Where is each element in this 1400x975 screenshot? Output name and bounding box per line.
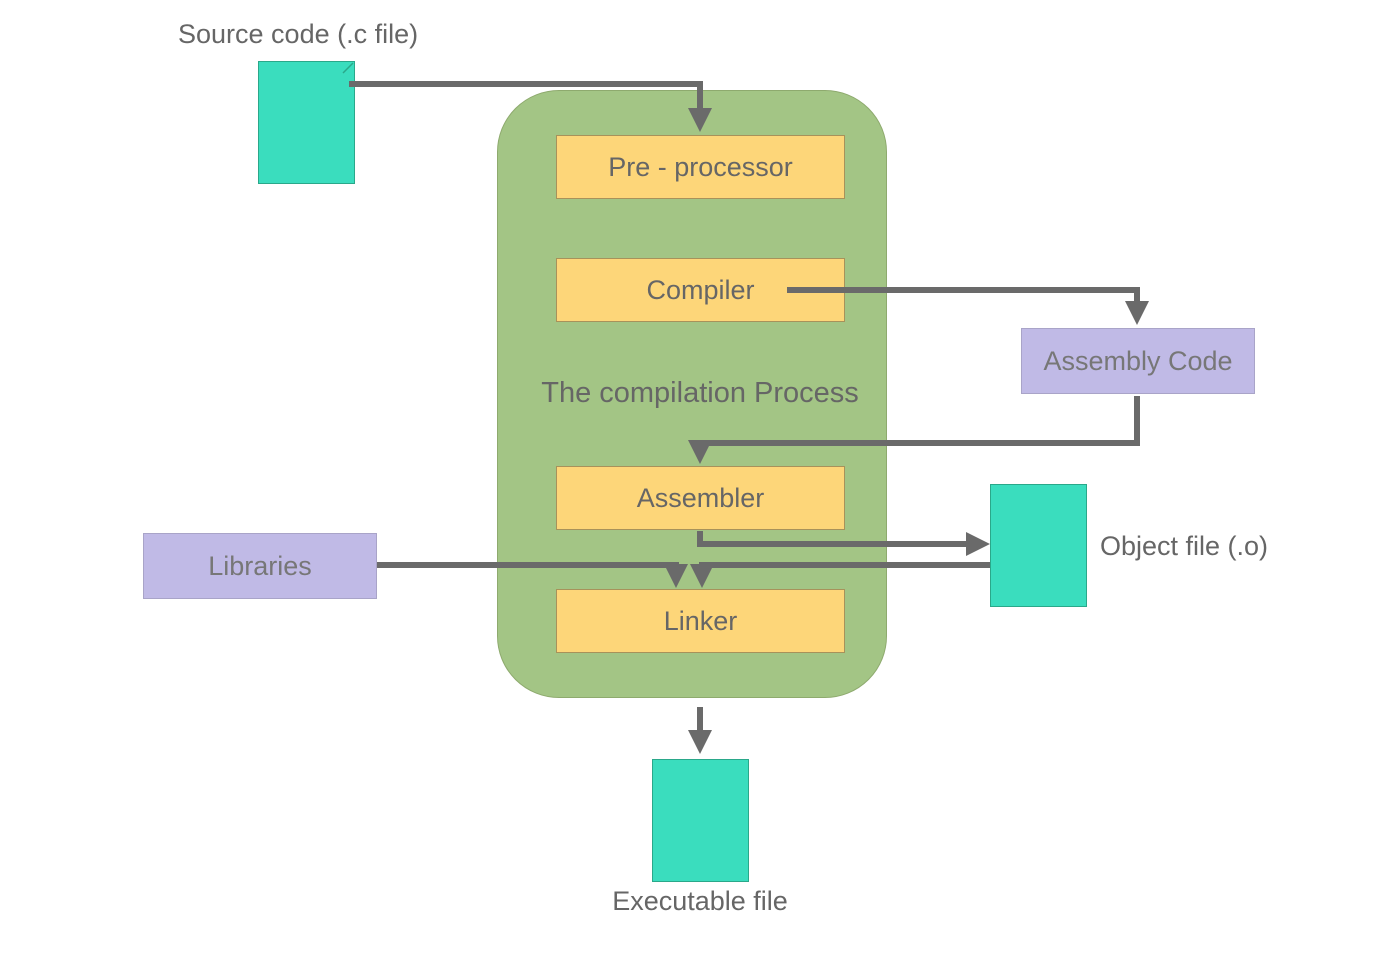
executable-file-label: Executable file <box>612 886 788 916</box>
process-title: The compilation Process <box>541 377 859 409</box>
libraries-box: Libraries <box>143 533 377 599</box>
arrow-object-to-linker <box>690 562 990 588</box>
preprocessor-box: Pre - processor <box>556 135 845 199</box>
arrow-compiler-to-assembly <box>787 287 1149 325</box>
object-file <box>990 484 1087 607</box>
arrow-assembler-to-object <box>697 531 990 556</box>
object-file-label: Object file (.o) <box>1100 531 1269 561</box>
source-code-label: Source code (.c file) <box>178 19 419 49</box>
compiler-box: Compiler <box>556 258 845 322</box>
assembler-box: Assembler <box>556 466 845 530</box>
linker-box: Linker <box>556 589 845 653</box>
source-code-file <box>258 61 355 184</box>
arrow-source-to-preprocessor <box>349 81 712 132</box>
executable-file <box>652 759 749 882</box>
arrow-assembly-to-assembler <box>688 396 1140 464</box>
assembly-code-box: Assembly Code <box>1021 328 1255 394</box>
source-file-corner <box>342 62 354 74</box>
arrow-libraries-to-linker <box>377 562 688 588</box>
